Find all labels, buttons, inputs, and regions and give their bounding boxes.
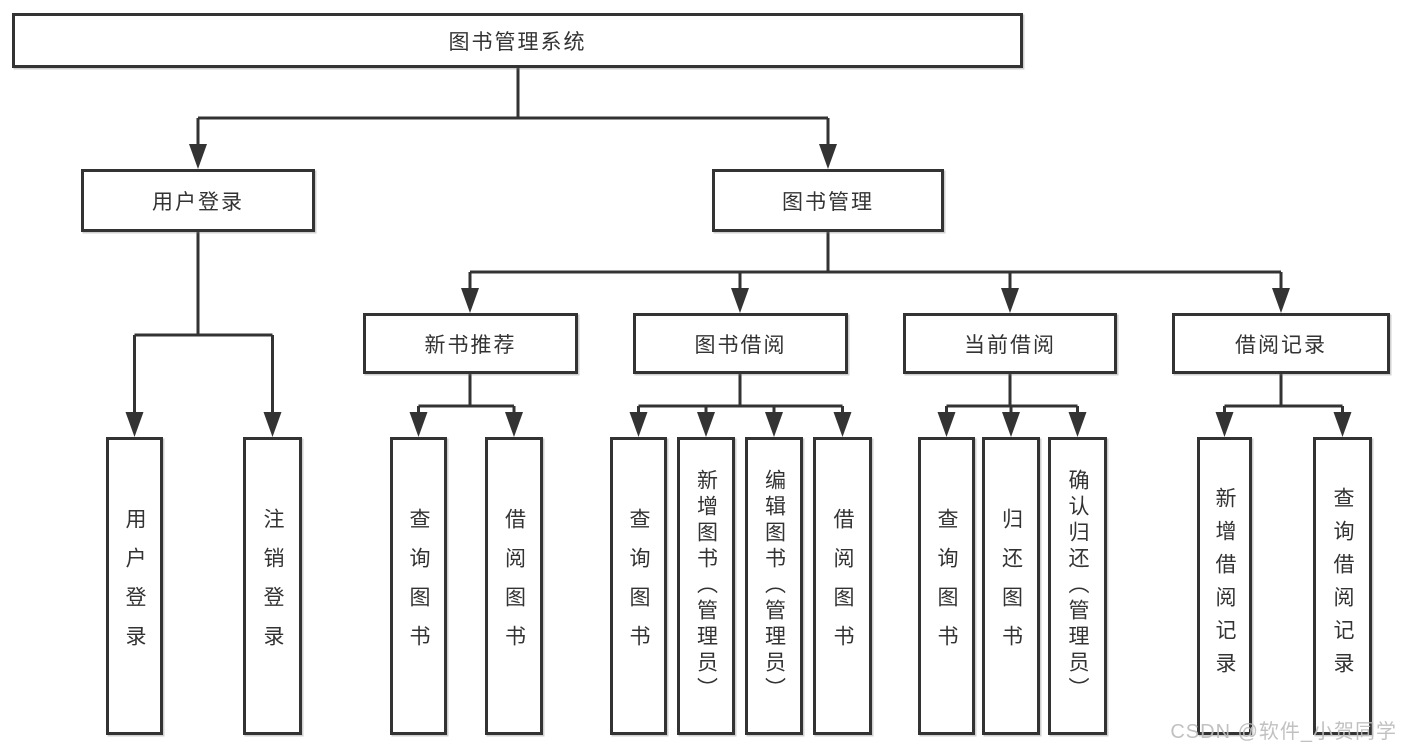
- node-label: 当前借阅: [964, 333, 1056, 357]
- node-label: 借阅记录: [1235, 333, 1327, 357]
- node-current-borrow: 当前借阅: [903, 313, 1117, 374]
- arrow-icon: [1001, 288, 1019, 313]
- arrow-icon: [819, 144, 837, 169]
- arrow-icon: [731, 288, 749, 313]
- arrow-icon: [1215, 412, 1234, 437]
- leaf-logout: 注销登录: [243, 437, 302, 735]
- node-borrow-records: 借阅记录: [1172, 313, 1390, 374]
- node-label: 借阅图书: [831, 508, 854, 664]
- arrow-icon: [125, 412, 144, 437]
- leaf-add-borrow-record: 新增借阅记录: [1197, 437, 1252, 735]
- leaf-query-books-recommend: 查询图书: [390, 437, 447, 735]
- node-label: 新增图书（管理员）: [694, 469, 718, 703]
- watermark: CSDN @软件_小贺同学: [1170, 721, 1397, 743]
- arrow-icon: [1002, 412, 1020, 437]
- node-label: 新书推荐: [424, 333, 517, 357]
- arrow-icon: [833, 412, 852, 437]
- node-label: 用户登录: [152, 190, 244, 214]
- node-label: 查询图书: [935, 508, 958, 664]
- edge-bookmgmt-to-level3: [468, 232, 1283, 290]
- arrow-icon: [409, 412, 428, 437]
- arrow-icon: [505, 412, 523, 437]
- leaf-query-borrow-record: 查询借阅记录: [1313, 437, 1372, 735]
- leaf-confirm-return-admin: 确认归还（管理员）: [1048, 437, 1107, 735]
- arrow-icon: [1272, 288, 1290, 313]
- leaf-borrow-books-recommend: 借阅图书: [485, 437, 543, 735]
- node-book-management: 图书管理: [712, 169, 944, 232]
- node-label: 查询图书: [627, 508, 650, 664]
- edge-root-to-level2: [196, 68, 830, 146]
- node-label: 确认归还（管理员）: [1066, 469, 1089, 703]
- node-label: 图书管理: [782, 190, 874, 214]
- arrow-icon: [1068, 412, 1087, 437]
- node-book-management-system: 图书管理系统: [12, 13, 1023, 68]
- node-label: 归还图书: [999, 508, 1023, 664]
- node-label: 查询图书: [407, 508, 430, 664]
- arrow-icon: [629, 412, 648, 437]
- node-user-login: 用户登录: [81, 169, 315, 232]
- node-label: 借阅图书: [502, 508, 526, 664]
- arrow-icon: [189, 144, 207, 169]
- edge-currentborrow-to-leaves: [945, 374, 1079, 414]
- leaf-query-books-current: 查询图书: [918, 437, 975, 735]
- edge-newbook-to-leaves: [417, 374, 516, 414]
- node-label: 用户登录: [123, 508, 146, 664]
- arrow-icon: [263, 412, 282, 437]
- leaf-return-book: 归还图书: [982, 437, 1040, 735]
- leaf-query-books-borrow: 查询图书: [610, 437, 667, 735]
- node-label: 编辑图书（管理员）: [762, 469, 786, 703]
- edge-borrowrecords-to-leaves: [1223, 374, 1344, 414]
- leaf-add-book-admin: 新增图书（管理员）: [677, 437, 735, 735]
- node-label: 图书借阅: [694, 333, 787, 357]
- node-label: 图书管理系统: [448, 30, 587, 54]
- arrow-icon: [697, 412, 715, 437]
- arrow-icon: [1333, 412, 1352, 437]
- arrow-icon: [765, 412, 783, 437]
- leaf-user-login: 用户登录: [106, 437, 163, 735]
- node-book-borrow: 图书借阅: [633, 313, 848, 374]
- leaf-borrow-books: 借阅图书: [813, 437, 872, 735]
- node-label: 查询借阅记录: [1331, 487, 1354, 685]
- arrow-icon: [461, 288, 479, 313]
- edge-userlogin-to-leaves: [133, 232, 274, 414]
- node-label: 注销登录: [261, 508, 284, 664]
- arrow-icon: [937, 412, 956, 437]
- edge-bookborrow-to-leaves: [637, 374, 844, 414]
- node-new-book-recommend: 新书推荐: [363, 313, 578, 374]
- node-label: 新增借阅记录: [1213, 487, 1236, 685]
- leaf-edit-book-admin: 编辑图书（管理员）: [745, 437, 803, 735]
